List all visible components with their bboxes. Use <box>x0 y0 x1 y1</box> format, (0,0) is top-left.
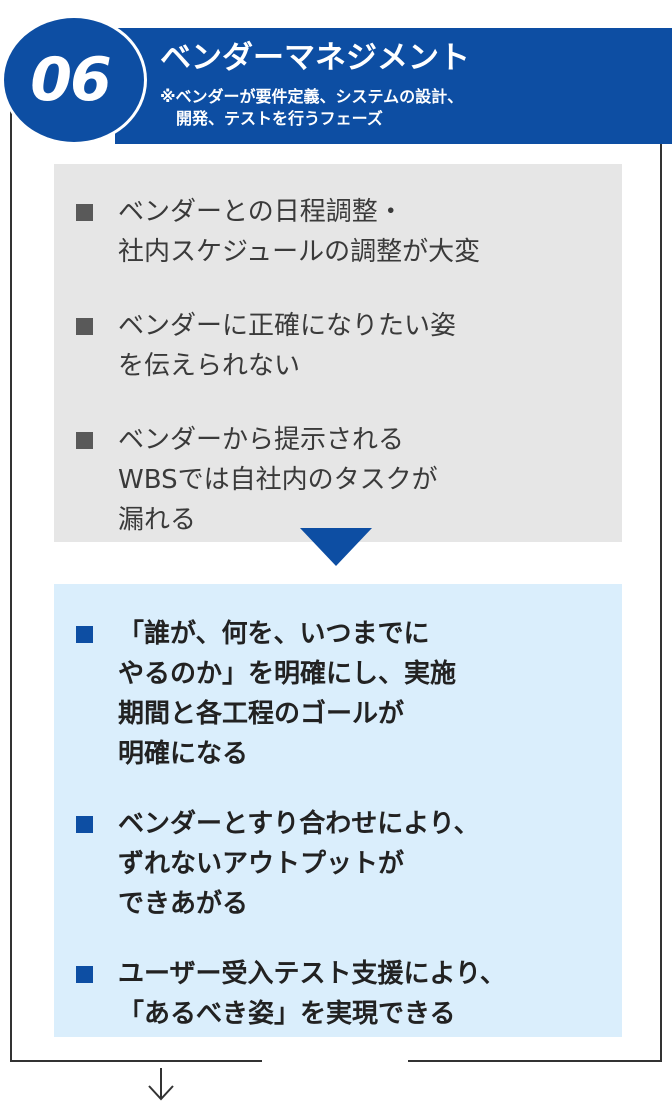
problem-item: ベンダーに正確になりたい姿 を伝えられない <box>76 306 622 386</box>
section-title: ベンダーマネジメント <box>160 40 470 76</box>
frame-right-line <box>660 140 662 1062</box>
step-number-badge: 06 <box>4 18 144 142</box>
square-bullet-icon <box>76 204 93 221</box>
problem-text: ベンダーに正確になりたい姿 を伝えられない <box>118 311 457 381</box>
section-note: ※ベンダーが要件定義、システムの設計、 開発、テストを行うフェーズ <box>160 87 464 128</box>
frame-bottom-left-line <box>10 1060 262 1062</box>
square-bullet-icon <box>76 626 93 643</box>
problem-text: ベンダーから提示される WBSでは自社内のタスクが 漏れる <box>118 425 438 535</box>
square-bullet-icon <box>76 432 93 449</box>
solution-item: ユーザー受入テスト支援により、 「あるべき姿」を実現できる <box>76 954 622 1034</box>
solutions-panel: 「誰が、何を、いつまでに やるのか」を明確にし、実施 期間と各工程のゴールが 明… <box>54 584 622 1037</box>
solution-text: 「誰が、何を、いつまでに やるのか」を明確にし、実施 期間と各工程のゴールが 明… <box>118 619 457 769</box>
step-number: 06 <box>30 45 111 115</box>
problem-item: ベンダーから提示される WBSでは自社内のタスクが 漏れる <box>76 420 622 540</box>
solution-text: ユーザー受入テスト支援により、 「あるべき姿」を実現できる <box>118 959 506 1029</box>
down-arrow-icon <box>148 1068 174 1101</box>
down-triangle-icon <box>300 528 372 566</box>
square-bullet-icon <box>76 966 93 983</box>
frame-bottom-right-line <box>408 1060 662 1062</box>
solution-item: ベンダーとすり合わせにより、 ずれないアウトプットが できあがる <box>76 804 622 924</box>
square-bullet-icon <box>76 318 93 335</box>
square-bullet-icon <box>76 816 93 833</box>
header-bar <box>115 28 672 144</box>
problem-text: ベンダーとの日程調整・ 社内スケジュールの調整が大変 <box>118 197 481 267</box>
problem-item: ベンダーとの日程調整・ 社内スケジュールの調整が大変 <box>76 192 622 272</box>
problems-panel: ベンダーとの日程調整・ 社内スケジュールの調整が大変 ベンダーに正確になりたい姿… <box>54 164 622 542</box>
solution-item: 「誰が、何を、いつまでに やるのか」を明確にし、実施 期間と各工程のゴールが 明… <box>76 614 622 774</box>
frame-left-line <box>10 110 12 1062</box>
solution-text: ベンダーとすり合わせにより、 ずれないアウトプットが できあがる <box>118 809 480 919</box>
